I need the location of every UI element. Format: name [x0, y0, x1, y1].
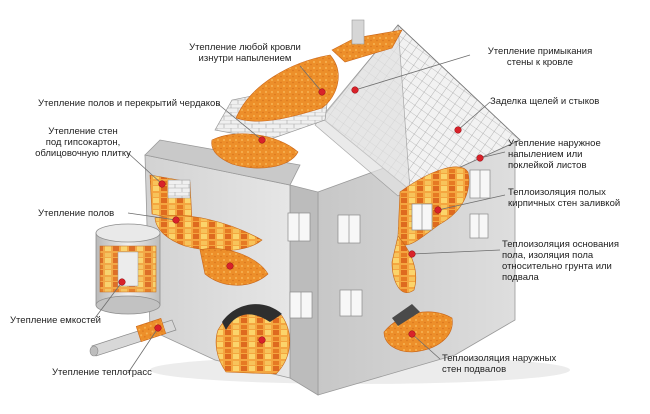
label-hollow-brick-walls: Теплоизоляция полых кирпичных стен залив… [508, 187, 621, 209]
marker-gaps [454, 126, 462, 134]
interior-tiles [167, 179, 191, 199]
marker-floors [172, 216, 180, 224]
marker-hollow [434, 206, 442, 214]
hollow-wall-foam [391, 235, 417, 293]
roof-junction-foam [331, 29, 403, 63]
marker-basement-wall [258, 336, 266, 344]
label-gaps-joints: Заделка щелей и стыков [490, 96, 600, 107]
marker-pipe [154, 324, 162, 332]
marker-basement [408, 330, 416, 338]
label-basement-walls: Теплоизоляция наружных стен подвалов [442, 353, 557, 375]
label-tanks: Утепление емкостей [10, 315, 101, 326]
chimney [351, 19, 365, 45]
marker-middle-floor [226, 262, 234, 270]
left-wall-top [144, 139, 301, 186]
tank [95, 223, 161, 315]
marker-tank [118, 278, 126, 286]
basement-opening [392, 304, 420, 326]
leader-lines [94, 54, 506, 374]
middle-floor-foam [199, 248, 269, 286]
marker-attic [258, 136, 266, 144]
label-walls-under-drywall: Утепление стен под гипсокартон, облицово… [35, 126, 131, 159]
marker-floor-base [408, 250, 416, 258]
basement-arch [222, 304, 282, 330]
marker-walls-drywall [158, 180, 166, 188]
label-roof-interior: Утепление любой кровли изнутри напыление… [189, 42, 301, 64]
windows [287, 169, 491, 319]
label-floor-base: Теплоизоляция основания пола, изоляция п… [502, 239, 619, 283]
label-wall-roof-junction: Утепление примыкания стены к кровле [487, 46, 593, 68]
attic-floor-foam [211, 133, 299, 169]
marker-roof [318, 88, 326, 96]
label-heat-pipes: Утепление теплотрасс [52, 367, 152, 378]
label-attic-floors: Утепление полов и перекрытий чердаков [38, 98, 221, 109]
roof-foam [235, 54, 339, 122]
markers [118, 86, 484, 344]
floor-foam [154, 215, 263, 252]
label-floors: Утепление полов [38, 208, 115, 219]
marker-junction [351, 86, 359, 94]
label-external-spray: Утепление наружное напылением или поклей… [508, 138, 601, 171]
roof-gable [314, 24, 411, 197]
marker-external [476, 154, 484, 162]
